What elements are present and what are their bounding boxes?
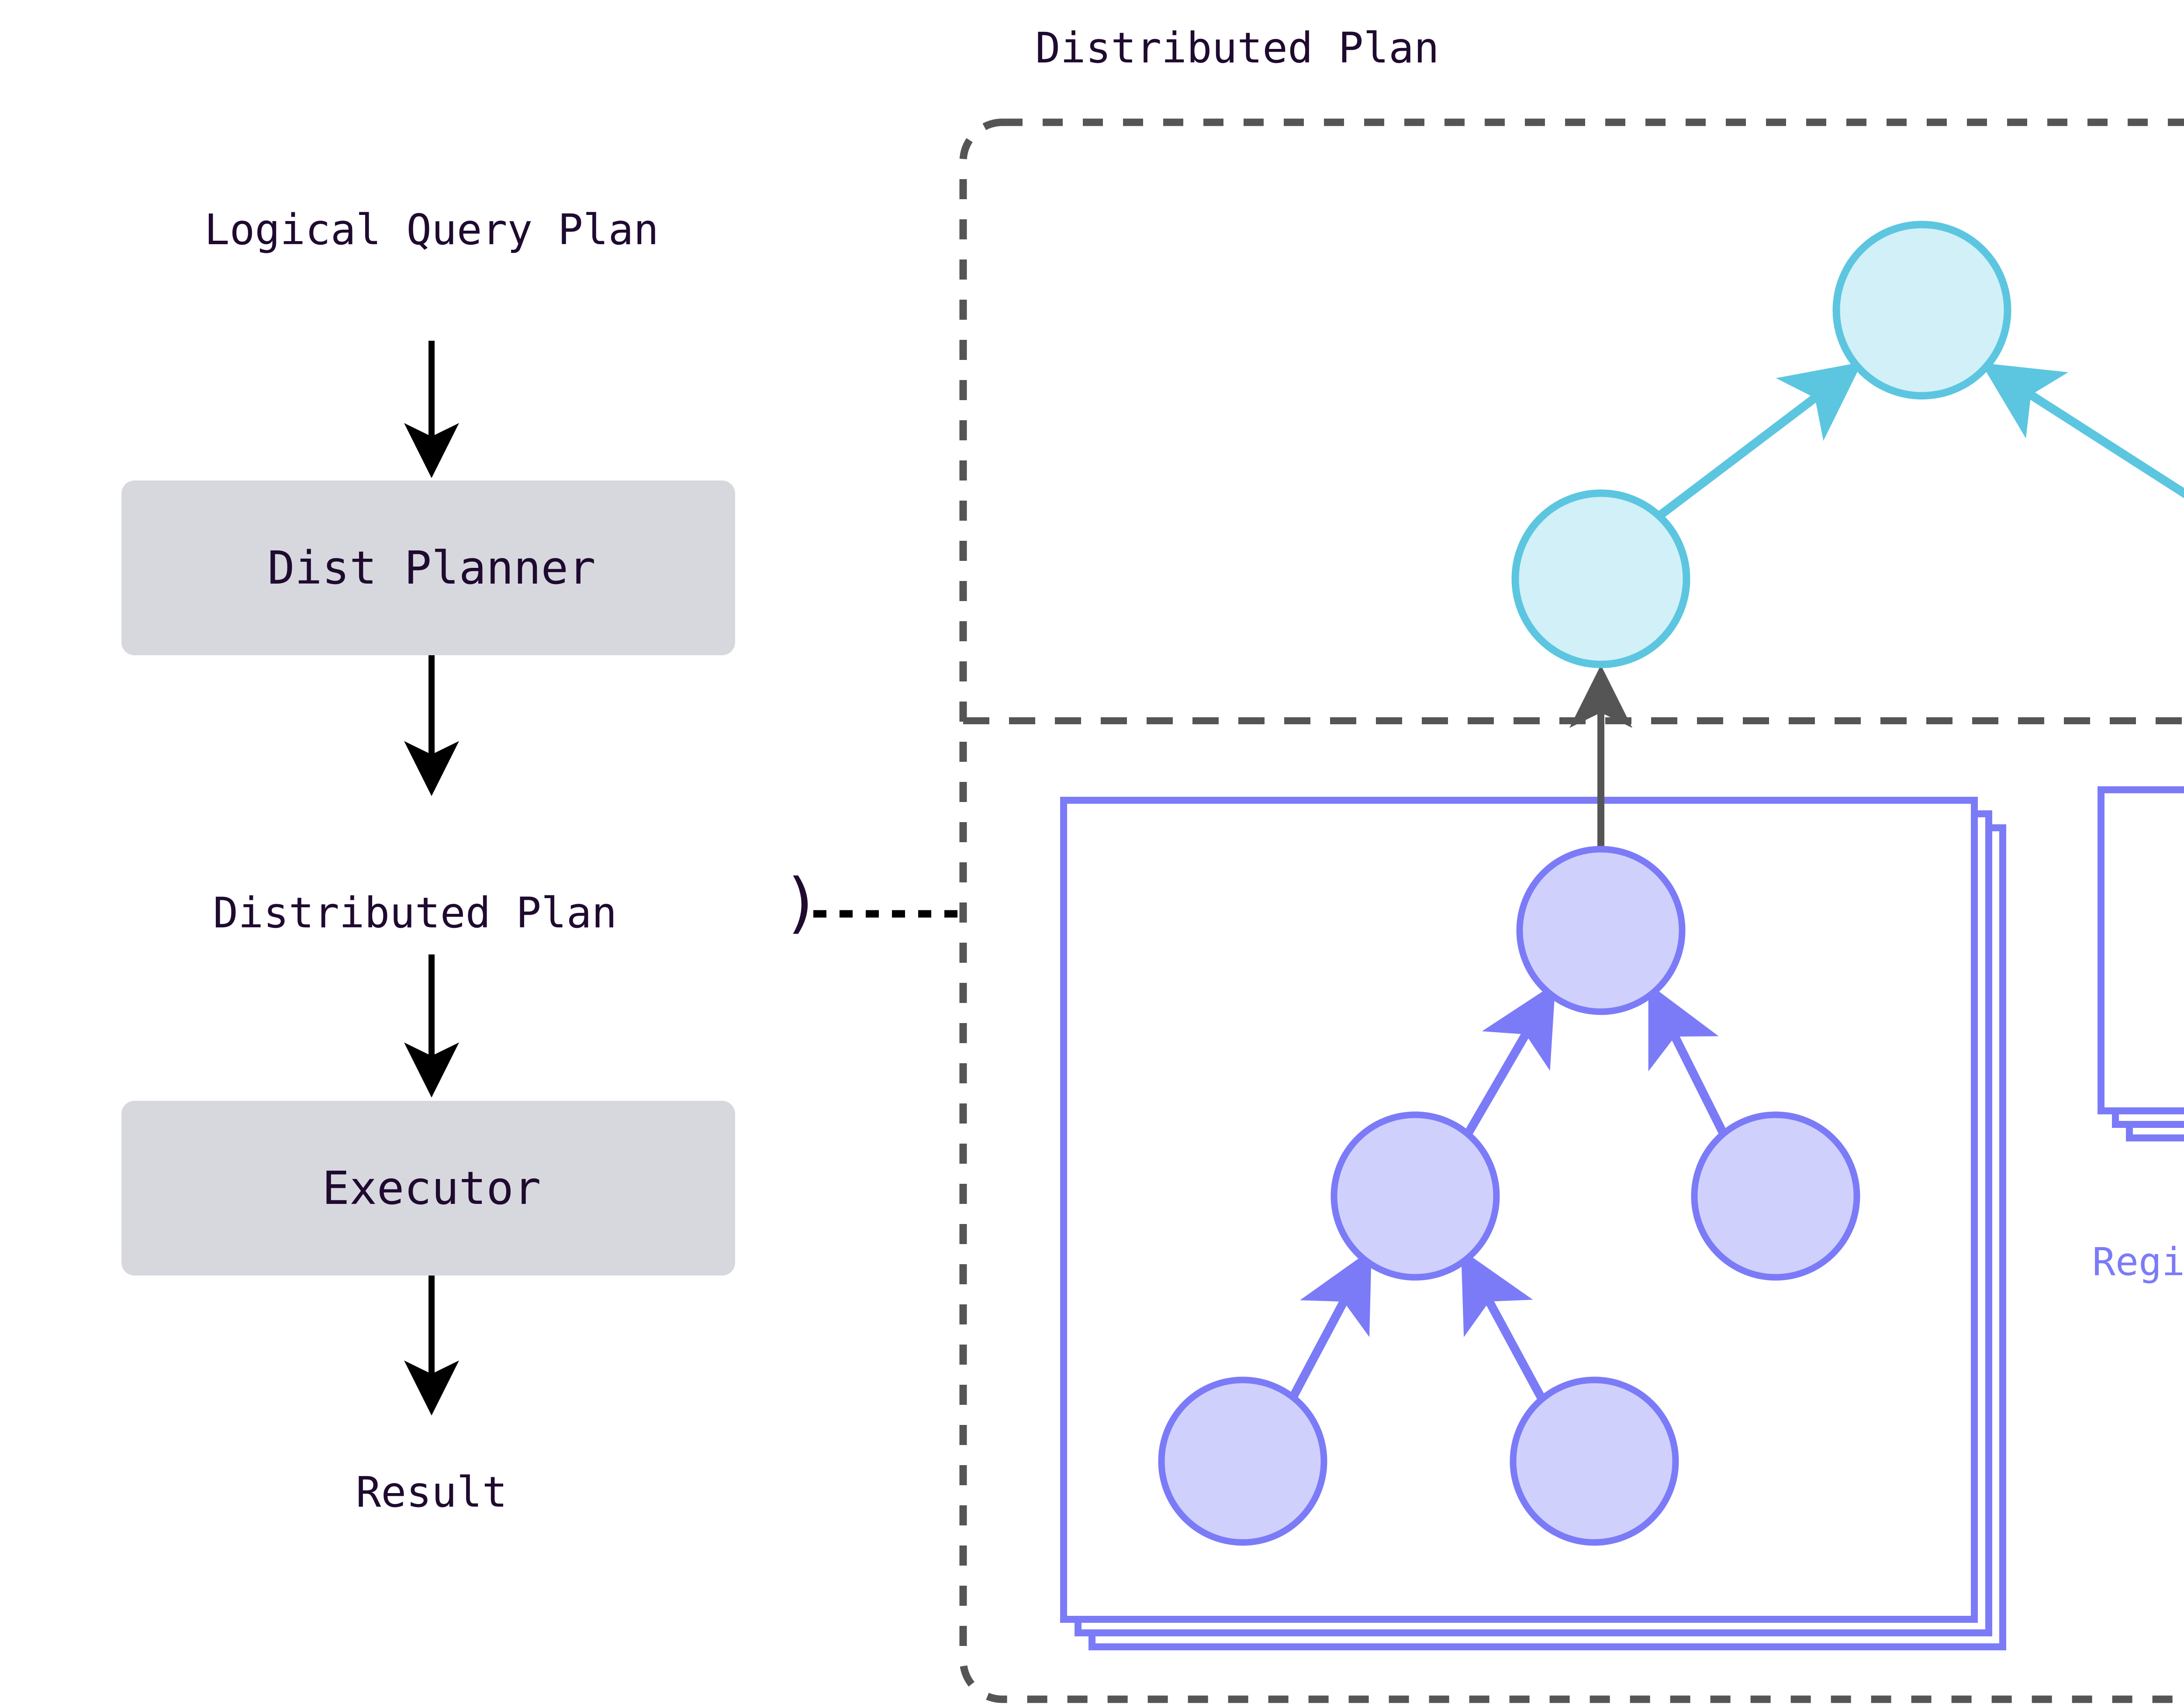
datanode-left-nodes [1158, 846, 1860, 1546]
datanode-node-midleft[interactable] [1330, 1111, 1500, 1281]
region-stack-right[interactable] [2098, 786, 2184, 1141]
executor-box[interactable] [121, 1101, 735, 1276]
frontend-nodes [1511, 221, 2011, 668]
executor-label: Executor [322, 1162, 541, 1215]
frontend-node-root[interactable] [1832, 221, 2011, 400]
region-sheet-front [2098, 786, 2184, 1114]
edge-dn-midright-to-dn-root [1648, 983, 1728, 1138]
datanode-node-midright[interactable] [1691, 1111, 1860, 1281]
dist-planner-box[interactable] [121, 481, 735, 655]
datanode-node-leafleft[interactable] [1158, 1376, 1327, 1546]
edge-dn-leafright-to-dn-midleft [1461, 1249, 1547, 1404]
result-label: Result [356, 1468, 508, 1517]
datanode-node-root[interactable] [1516, 846, 1686, 1015]
logical-query-plan-label: Logical Query Plan [204, 205, 659, 254]
distributed-plan-bracket: ) [782, 865, 822, 941]
distributed-plan-pipeline-label: Distributed Plan [213, 889, 617, 937]
regions-label: Regions [2092, 1239, 2184, 1284]
edge-fe-right-to-fe-root [1981, 363, 2184, 498]
edge-dn-midleft-to-dn-root [1463, 983, 1556, 1138]
datanode-left-edges [1287, 983, 1728, 1404]
dist-planner-label: Dist Planner [267, 541, 596, 595]
datanode-node-leafright[interactable] [1510, 1376, 1679, 1546]
edge-dn-leafleft-to-dn-midleft [1287, 1249, 1372, 1404]
distributed-plan-container-title: Distributed Plan [1035, 24, 1439, 73]
distributed-plan-container [959, 118, 2184, 1703]
edge-fe-left-to-fe-root [1657, 362, 1863, 519]
frontend-edges [1657, 362, 2184, 519]
frontend-node-left[interactable] [1511, 489, 1690, 668]
pipeline-flow-group [121, 341, 963, 1416]
